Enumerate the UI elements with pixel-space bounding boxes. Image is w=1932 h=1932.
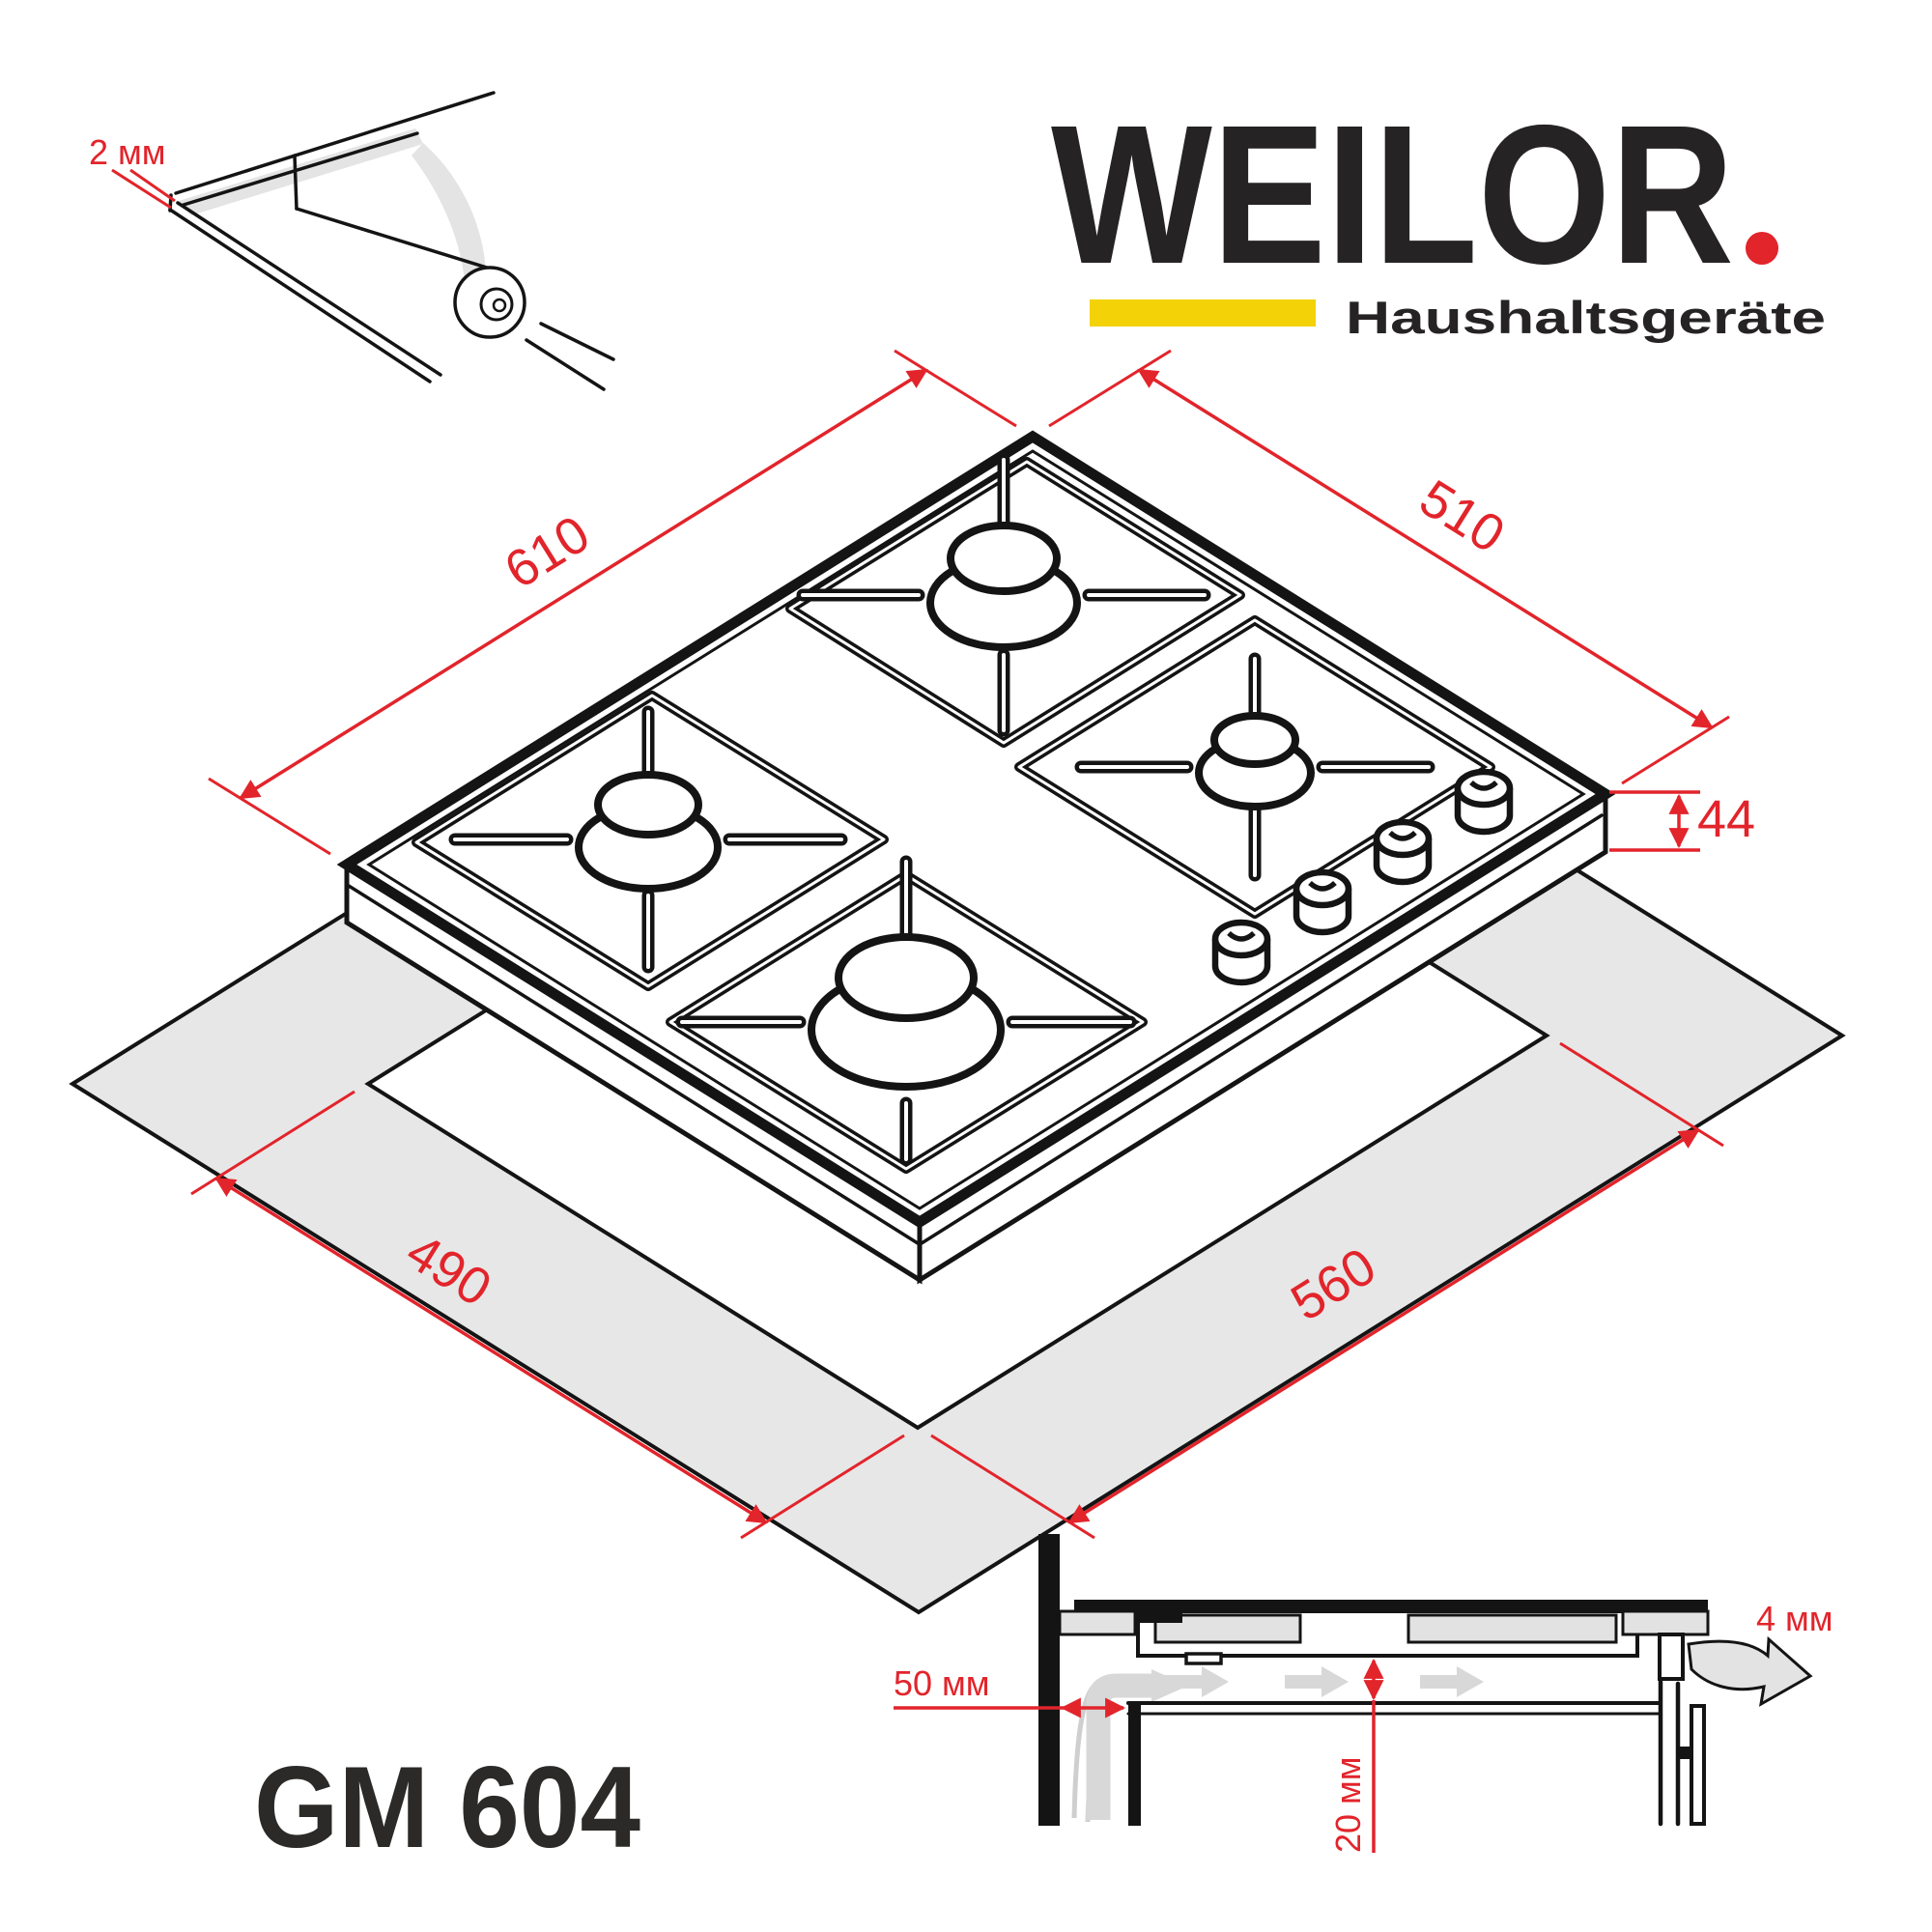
rear-vent-gap-label: 4 мм xyxy=(1756,1599,1833,1638)
knob-icon xyxy=(1454,768,1514,836)
hob-width-dimension-line xyxy=(239,368,928,800)
hob-height-reference-lines xyxy=(1609,790,1700,852)
burner-front-left-wok xyxy=(808,933,1005,1091)
burners xyxy=(575,522,1315,1091)
film-curl-inner xyxy=(479,287,514,322)
brand-yellow-bar xyxy=(1090,299,1316,327)
knob-icon xyxy=(1211,919,1271,986)
wall-section xyxy=(1038,1534,1060,1826)
hob-isometric-drawing: 490 560 xyxy=(69,349,1846,1615)
burner-front-right-small xyxy=(1195,712,1315,810)
vent-exit-arrow-icon xyxy=(1687,1635,1813,1707)
brand-logo: WEILOR Haushaltsgeräte xyxy=(1051,84,1826,343)
brand-tagline: Haushaltsgeräte xyxy=(1346,292,1826,343)
fixing-clamp xyxy=(1658,1633,1685,1681)
brand-dot-icon xyxy=(1746,232,1778,265)
model-name: GM 604 xyxy=(254,1743,640,1872)
installation-cross-section: 50 мм 20 мм 4 мм xyxy=(894,1534,1833,1853)
hob-body-lip-lines xyxy=(347,813,1604,1245)
hob-depth-dimension-line xyxy=(1137,368,1714,729)
cutout-depth-dimension-line xyxy=(214,1177,768,1524)
cabinet-section xyxy=(1126,1679,1706,1827)
hob-height-label: 44 xyxy=(1697,790,1755,848)
film-thickness-label: 2 мм xyxy=(89,132,166,172)
wall-distance-label: 50 мм xyxy=(894,1663,990,1703)
knob-icon xyxy=(1373,818,1433,886)
brand-wordmark: WEILOR xyxy=(1051,84,1734,305)
burner-back-right xyxy=(926,522,1081,651)
clearance-dimensions: 50 мм 20 мм 4 мм xyxy=(894,1599,1833,1853)
hob-edge-lines xyxy=(168,91,615,391)
hob-profile-section xyxy=(1058,1600,1710,1681)
burner-back-left xyxy=(575,771,722,893)
hob-dimensions: 610 510 44 xyxy=(208,349,1755,856)
cutout-width-dimension-line xyxy=(1067,1128,1700,1524)
film-sweep-shape xyxy=(412,143,486,281)
control-knobs xyxy=(1211,768,1514,986)
knob-icon xyxy=(1293,868,1352,936)
film-curl-core xyxy=(492,298,507,313)
cutout-extension-lines xyxy=(190,1041,1724,1540)
under-hob-gap-label: 20 мм xyxy=(1328,1756,1368,1853)
edge-detail-drawing: 2 мм xyxy=(89,91,615,391)
film-thickness-leader-lines xyxy=(111,168,176,210)
